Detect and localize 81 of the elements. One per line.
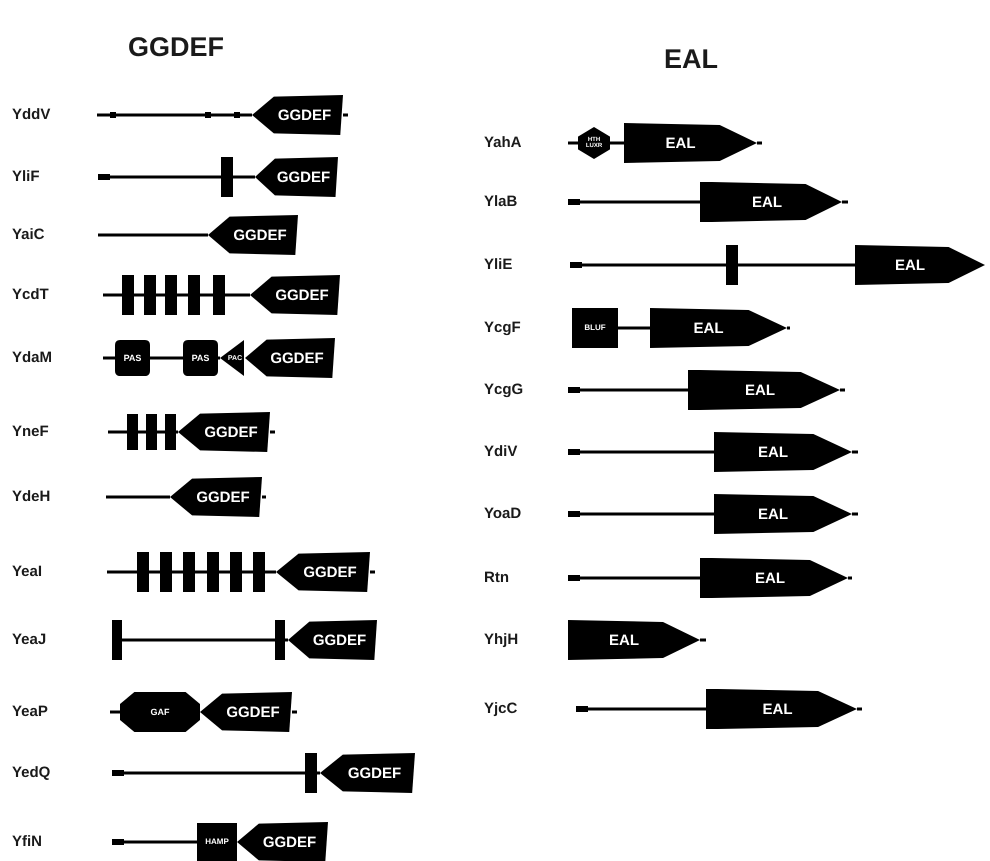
- protein-domain: [288, 620, 377, 660]
- protein-name: YdaM: [12, 349, 52, 366]
- protein-domain: [276, 552, 370, 592]
- protein-name: YedQ: [12, 764, 50, 781]
- connector-line: [610, 142, 624, 144]
- protein-name: YdeH: [12, 488, 50, 505]
- domain-name: EAL: [694, 320, 724, 336]
- protein-domain: [700, 370, 840, 410]
- protein-name: YoaD: [484, 505, 522, 522]
- protein-domain: [115, 340, 150, 376]
- protein-domain: [120, 692, 200, 732]
- protein-name: YddV: [12, 106, 50, 123]
- domain-name: GGDEF: [196, 490, 250, 504]
- domain-name: EAL: [666, 136, 696, 150]
- protein-domain: [255, 157, 338, 197]
- domain-name: EAL: [758, 444, 788, 460]
- domain-name: GGDEF: [348, 766, 402, 780]
- protein-name: YneF: [12, 423, 49, 440]
- protein-domain: [237, 822, 328, 861]
- protein-name: YfiN: [12, 833, 42, 850]
- connector-line: [150, 356, 183, 360]
- protein-domain: [624, 123, 757, 163]
- protein-name: YeaI: [12, 563, 42, 580]
- domain-name: EAL: [609, 632, 639, 648]
- domain-name: PAS: [124, 354, 142, 362]
- domain-name: EAL: [752, 194, 782, 210]
- connector-line: [618, 326, 650, 330]
- protein-name: YcgF: [484, 319, 521, 336]
- domain-name: HAMP: [205, 838, 229, 846]
- protein-domain: [712, 558, 848, 598]
- protein-name: YliF: [12, 168, 40, 185]
- protein-name: YdiV: [484, 443, 518, 460]
- domain-name: GAF: [150, 708, 170, 716]
- domain-name: GGDEF: [270, 350, 324, 366]
- domain-name: EAL: [755, 570, 785, 586]
- domain-name: PAS: [192, 354, 210, 362]
- protein-domain: [578, 127, 610, 159]
- protein-name: YcgG: [484, 381, 524, 398]
- protein-name: YhjH: [484, 631, 518, 648]
- domain-name: GGDEF: [312, 632, 366, 648]
- protein-domain: [208, 215, 298, 255]
- protein-name: Rtn: [484, 569, 509, 586]
- domain-name: BLUF: [584, 324, 606, 332]
- protein-domain: [183, 340, 218, 376]
- domain-name: GGDEF: [278, 108, 332, 122]
- protein-domain: [718, 689, 857, 729]
- protein-name: YlaB: [484, 193, 518, 210]
- protein-name: YeaJ: [12, 631, 46, 648]
- domain-name: GGDEF: [275, 288, 329, 302]
- protein-domain: [250, 275, 340, 315]
- domain-name: EAL: [762, 702, 792, 716]
- column-heading: GGDEF: [128, 32, 224, 63]
- protein-name: YliE: [484, 256, 512, 273]
- column-heading: EAL: [664, 44, 718, 75]
- protein-domain: [572, 308, 618, 348]
- protein-domain: [252, 95, 343, 135]
- protein-domain: [714, 494, 852, 534]
- protein-domain: [650, 308, 787, 348]
- domain-name: GGDEF: [303, 564, 357, 580]
- protein-name: YeaP: [12, 703, 48, 720]
- domain-name: GGDEF: [204, 424, 258, 440]
- protein-domain: [714, 432, 852, 472]
- domain-name: EAL: [895, 258, 925, 272]
- domain-name: GGDEF: [262, 834, 316, 850]
- protein-name: YcdT: [12, 286, 49, 303]
- protein-domain: [855, 245, 985, 285]
- protein-domain: [200, 692, 292, 732]
- domain-name: EAL: [758, 506, 788, 522]
- domain-name: GGDEF: [276, 170, 330, 184]
- domain-name: EAL: [745, 382, 775, 398]
- protein-domain: [170, 477, 262, 517]
- protein-name: YaiC: [12, 226, 45, 243]
- protein-domain: [320, 753, 415, 793]
- protein-domain: [178, 412, 270, 452]
- domain-name: GGDEF: [233, 228, 287, 242]
- protein-domain: [712, 182, 842, 222]
- protein-domain: [197, 823, 237, 861]
- protein-domain: [568, 620, 700, 660]
- protein-name: YjcC: [484, 700, 518, 717]
- domain-name: GGDEF: [226, 704, 280, 720]
- protein-name: YahA: [484, 134, 522, 151]
